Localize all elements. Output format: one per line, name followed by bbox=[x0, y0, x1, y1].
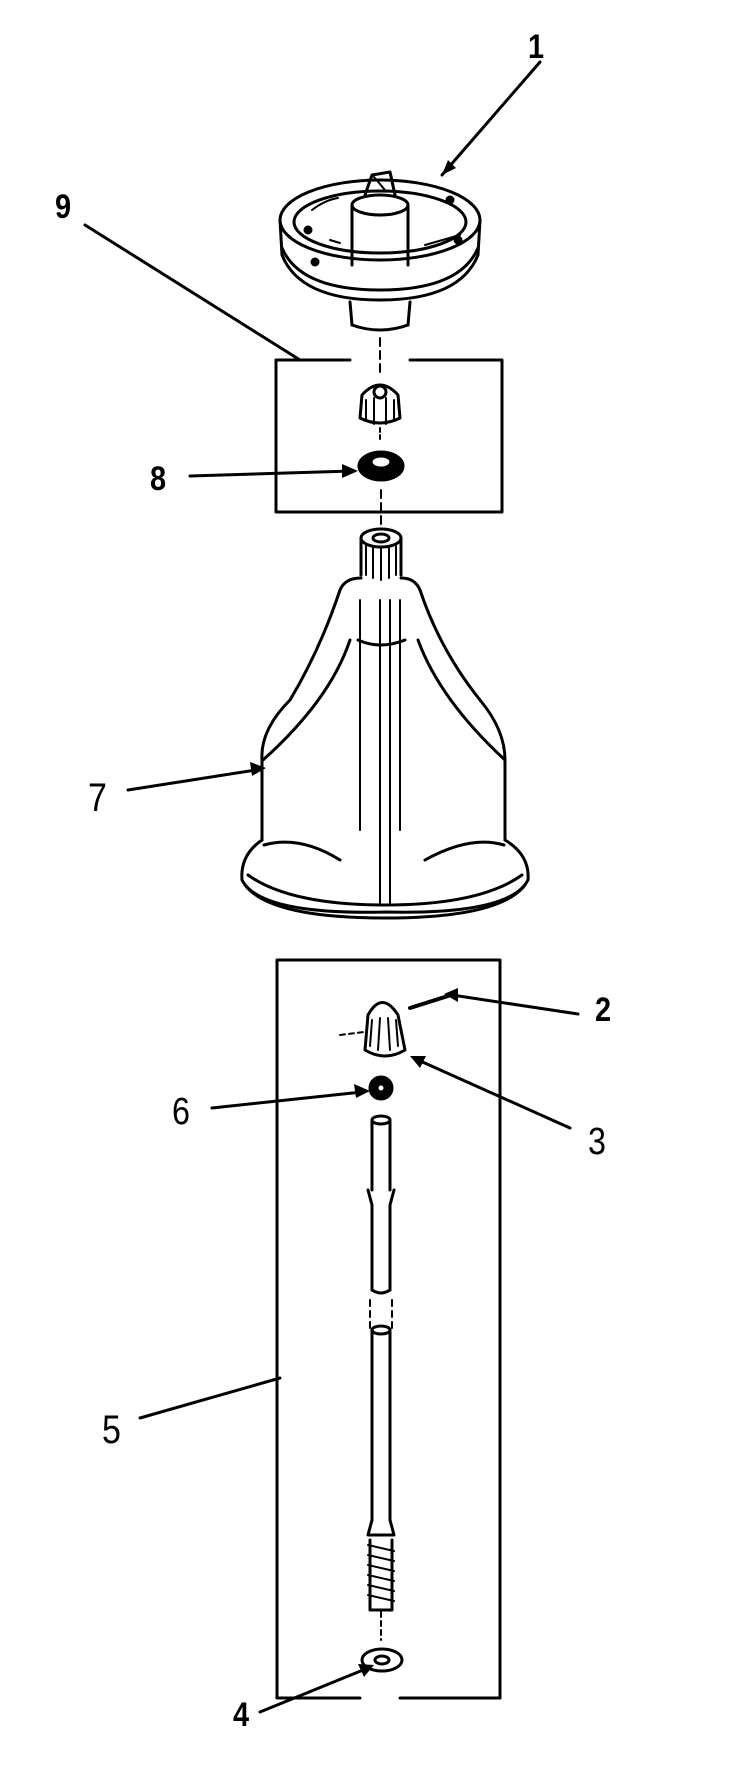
callout-7: 7 bbox=[88, 776, 107, 820]
part-9-kit-box bbox=[274, 337, 504, 514]
leader-line-9 bbox=[83, 223, 302, 362]
leader-line-7 bbox=[126, 768, 258, 792]
arrowhead-2 bbox=[444, 988, 458, 1002]
callout-2: 2 bbox=[595, 991, 612, 1029]
part-1-agitator-cap bbox=[278, 170, 482, 332]
callout-1: 1 bbox=[528, 28, 545, 66]
part-5-kit-box bbox=[275, 958, 502, 1700]
part-4-washer bbox=[360, 1647, 404, 1673]
leader-line-3 bbox=[416, 1058, 572, 1130]
arrowhead-4 bbox=[358, 1664, 374, 1677]
arrowhead-6 bbox=[354, 1084, 370, 1098]
leader-line-4 bbox=[258, 1666, 370, 1714]
callout-9: 9 bbox=[55, 188, 72, 226]
callout-4: 4 bbox=[233, 1696, 250, 1734]
callout-6: 6 bbox=[172, 1091, 190, 1133]
leader-line-2 bbox=[450, 993, 580, 1016]
callout-8: 8 bbox=[150, 460, 167, 498]
callout-3: 3 bbox=[588, 1121, 606, 1163]
leader-line-5 bbox=[138, 1376, 282, 1420]
arrowhead-1 bbox=[442, 160, 456, 175]
arrowhead-7 bbox=[250, 762, 266, 776]
leader-line-1 bbox=[440, 60, 542, 177]
callout-5: 5 bbox=[102, 1408, 121, 1452]
leader-line-8 bbox=[188, 469, 354, 478]
part-7-agitator-body bbox=[240, 527, 530, 920]
arrowhead-3 bbox=[410, 1056, 426, 1068]
leader-line-6 bbox=[210, 1090, 364, 1110]
arrowhead-8 bbox=[342, 464, 358, 478]
